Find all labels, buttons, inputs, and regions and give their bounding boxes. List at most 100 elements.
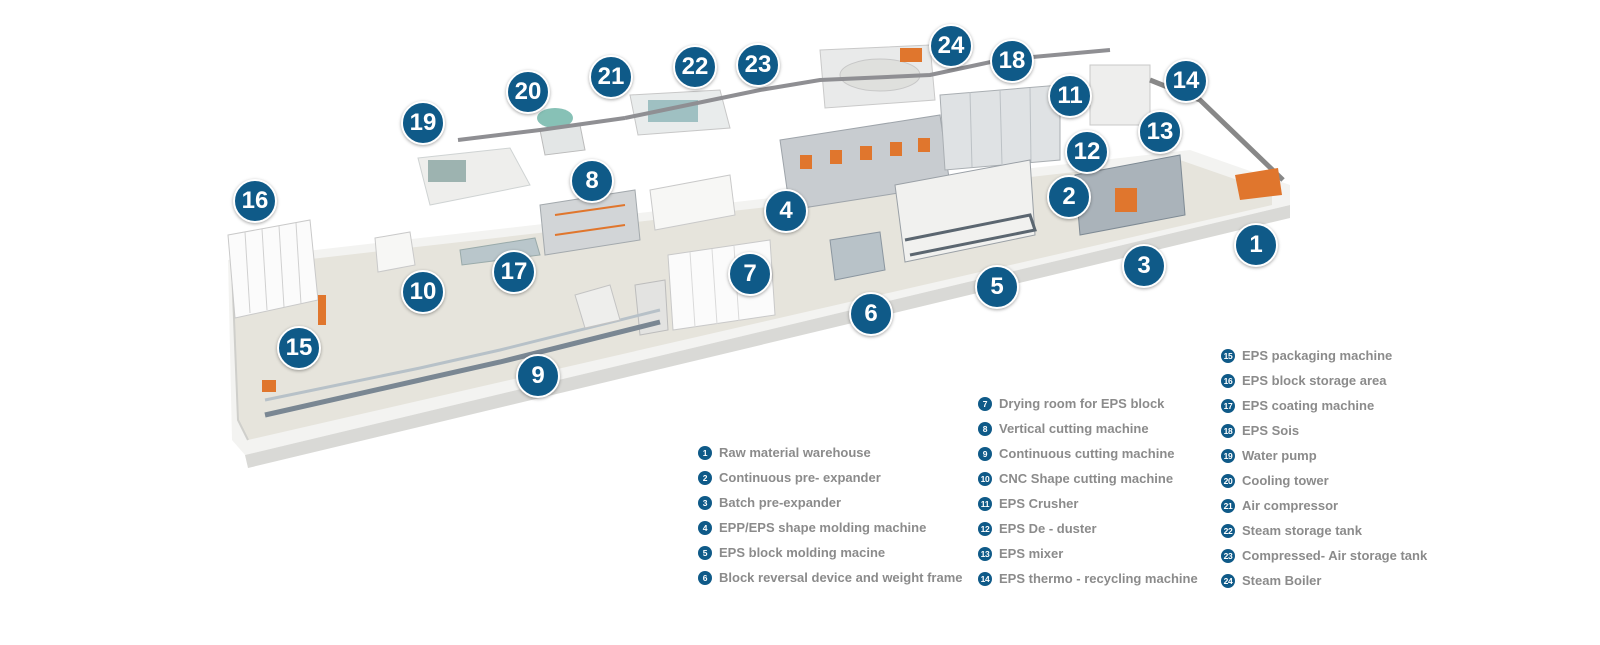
marker-8[interactable]: 8 <box>570 159 614 203</box>
marker-13[interactable]: 13 <box>1138 110 1182 154</box>
legend-label: Block reversal device and weight frame <box>719 570 963 585</box>
legend-number: 20 <box>1221 473 1235 488</box>
legend-number: 24 <box>1221 573 1235 588</box>
legend-number: 13 <box>978 546 992 561</box>
marker-2[interactable]: 2 <box>1047 175 1091 219</box>
legend-label: Drying room for EPS block <box>999 396 1165 411</box>
marker-5[interactable]: 5 <box>975 265 1019 309</box>
marker-4[interactable]: 4 <box>764 189 808 233</box>
marker-21[interactable]: 21 <box>589 55 633 99</box>
legend-item: 14 EPS thermo - recycling machine <box>978 566 1198 591</box>
legend-item: 5 EPS block molding macine <box>698 540 963 565</box>
legend-label: EPS Crusher <box>999 496 1079 511</box>
legend-number: 15 <box>1221 348 1235 363</box>
legend-label: EPS block storage area <box>1242 373 1387 388</box>
legend-item: 21 Air compressor <box>1221 493 1427 518</box>
legend-number: 8 <box>978 421 992 436</box>
legend-label: Batch pre-expander <box>719 495 842 510</box>
legend-label: EPP/EPS shape molding machine <box>719 520 927 535</box>
equipment <box>227 84 1282 418</box>
legend-number: 12 <box>978 521 992 536</box>
legend-number: 19 <box>1221 448 1235 463</box>
legend-item: 4 EPP/EPS shape molding machine <box>698 515 963 540</box>
legend-number: 10 <box>978 471 992 486</box>
marker-22[interactable]: 22 <box>673 45 717 89</box>
legend-number: 4 <box>698 520 712 535</box>
legend-number: 11 <box>978 496 992 511</box>
legend-item: 12 EPS De - duster <box>978 516 1198 541</box>
legend-item: 13 EPS mixer <box>978 541 1198 566</box>
legend-item: 2 Continuous pre- expander <box>698 465 963 490</box>
legend-label: Compressed- Air storage tank <box>1242 548 1428 563</box>
legend-item: 18 EPS Sois <box>1221 418 1427 443</box>
legend-item: 1 Raw material warehouse <box>698 440 963 465</box>
legend-label: EPS thermo - recycling machine <box>999 571 1198 586</box>
marker-6[interactable]: 6 <box>849 292 893 336</box>
marker-9[interactable]: 9 <box>516 354 560 398</box>
legend-item: 9 Continuous cutting machine <box>978 441 1198 466</box>
legend-item: 22 Steam storage tank <box>1221 518 1427 543</box>
legend-number: 17 <box>1221 398 1235 413</box>
marker-16[interactable]: 16 <box>233 179 277 223</box>
legend-number: 7 <box>978 396 992 411</box>
legend-item: 7 Drying room for EPS block <box>978 391 1198 416</box>
legend-item: 15 EPS packaging machine <box>1221 343 1427 368</box>
marker-14[interactable]: 14 <box>1164 59 1208 103</box>
legend-number: 14 <box>978 571 992 586</box>
legend-label: EPS De - duster <box>999 521 1097 536</box>
marker-18[interactable]: 18 <box>990 39 1034 83</box>
legend-number: 2 <box>698 470 712 485</box>
legend-label: Continuous pre- expander <box>719 470 881 485</box>
legend-number: 5 <box>698 545 712 560</box>
legend-number: 6 <box>698 570 712 585</box>
legend-item: 3 Batch pre-expander <box>698 490 963 515</box>
marker-15[interactable]: 15 <box>277 326 321 370</box>
legend-number: 9 <box>978 446 992 461</box>
legend-label: CNC Shape cutting machine <box>999 471 1174 486</box>
marker-17[interactable]: 17 <box>492 250 536 294</box>
legend-label: EPS block molding macine <box>719 545 886 560</box>
legend-label: Steam Boiler <box>1242 573 1322 588</box>
marker-3[interactable]: 3 <box>1122 244 1166 288</box>
legend-item: 11 EPS Crusher <box>978 491 1198 516</box>
legend-label: Continuous cutting machine <box>999 446 1175 461</box>
marker-23[interactable]: 23 <box>736 43 780 87</box>
legend-item: 23 Compressed- Air storage tank <box>1221 543 1427 568</box>
legend-number: 3 <box>698 495 712 510</box>
legend-label: Vertical cutting machine <box>999 421 1149 436</box>
legend-number: 23 <box>1221 548 1235 563</box>
marker-19[interactable]: 19 <box>401 101 445 145</box>
legend-label: EPS mixer <box>999 546 1064 561</box>
legend-item: 17 EPS coating machine <box>1221 393 1427 418</box>
legend-label: Air compressor <box>1242 498 1339 513</box>
marker-12[interactable]: 12 <box>1065 130 1109 174</box>
legend-label: Raw material warehouse <box>719 445 871 460</box>
marker-1[interactable]: 1 <box>1234 223 1278 267</box>
marker-11[interactable]: 11 <box>1048 74 1092 118</box>
legend-item: 24 Steam Boiler <box>1221 568 1427 593</box>
legend-column-2: 7 Drying room for EPS block 8 Vertical cut… <box>978 391 1198 591</box>
marker-10[interactable]: 10 <box>401 270 445 314</box>
legend-label: Steam storage tank <box>1242 523 1362 538</box>
marker-20[interactable]: 20 <box>506 70 550 114</box>
legend-item: 20 Cooling tower <box>1221 468 1427 493</box>
legend-label: EPS coating machine <box>1242 398 1375 413</box>
legend-item: 10 CNC Shape cutting machine <box>978 466 1198 491</box>
legend-number: 22 <box>1221 523 1235 538</box>
legend-number: 21 <box>1221 498 1235 513</box>
legend-label: Cooling tower <box>1242 473 1329 488</box>
legend-item: 19 Water pump <box>1221 443 1427 468</box>
legend-label: Water pump <box>1242 448 1317 463</box>
legend-item: 6 Block reversal device and weight frame <box>698 565 963 590</box>
marker-7[interactable]: 7 <box>728 252 772 296</box>
legend-item: 8 Vertical cutting machine <box>978 416 1198 441</box>
legend-label: EPS packaging machine <box>1242 348 1393 363</box>
legend-number: 1 <box>698 445 712 460</box>
marker-24[interactable]: 24 <box>929 24 973 68</box>
legend-number: 18 <box>1221 423 1235 438</box>
legend-label: EPS Sois <box>1242 423 1300 438</box>
legend-column-1: 1 Raw material warehouse 2 Continuous pre-… <box>698 440 963 590</box>
